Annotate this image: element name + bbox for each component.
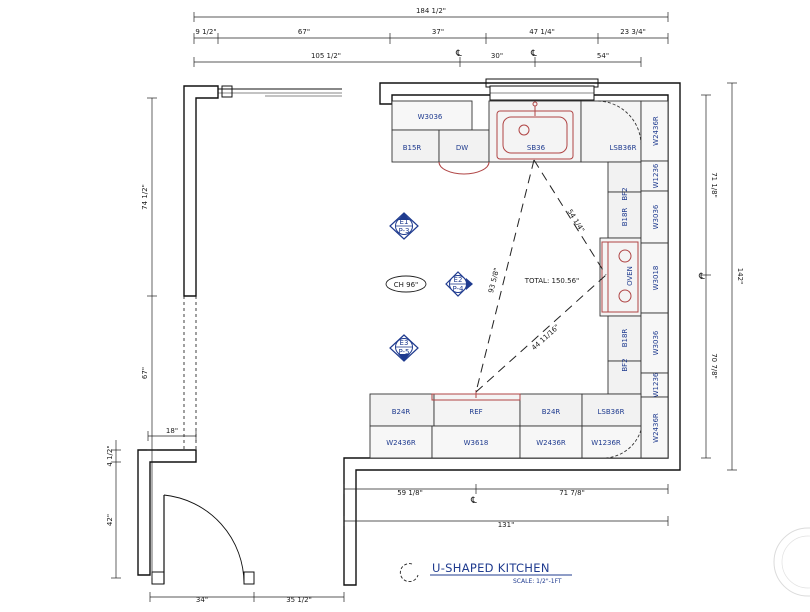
cab-bf2-bottom: BF2 — [621, 358, 629, 371]
dim-23-three-quarter: 23 3/4" — [620, 28, 646, 36]
dim-34: 34" — [196, 596, 208, 604]
cab-b24r-left: B24R — [392, 408, 411, 416]
e2-label: E2 — [454, 276, 463, 284]
cabinets — [369, 100, 669, 459]
cab-w2436r-right-bottom: W2436R — [652, 413, 660, 443]
dim-74-half: 74 1/2" — [141, 184, 149, 210]
dim-142: 142" — [736, 268, 744, 285]
dim-67: 67" — [298, 28, 310, 36]
dim-70-right: 70 7/8" — [710, 353, 718, 379]
dim-37: 37" — [432, 28, 444, 36]
dim-4-half: 4 1/2" — [106, 445, 114, 466]
svg-text:℄: ℄ — [455, 49, 462, 59]
cab-bf2-top: BF2 — [621, 187, 629, 200]
centerline-marks: ℄ ℄ ℄ ℄ — [455, 49, 705, 506]
dim-131: 131" — [498, 521, 515, 529]
cab-lsb36r-bottom: LSB36R — [598, 408, 625, 416]
cab-w3036-bottom-right: W3036 — [652, 330, 660, 355]
ceiling-height-label: CH 96" — [394, 281, 419, 289]
drawing-scale: SCALE: 1/2"-1FT — [513, 578, 562, 585]
svg-text:℄: ℄ — [530, 49, 537, 59]
cab-w1236-bottom: W1236 — [652, 372, 660, 397]
cab-w3036-right: W3036 — [652, 204, 660, 229]
elevation-marker-e3[interactable]: E3 P-5 — [389, 334, 419, 362]
title-block: U-SHAPED KITCHEN SCALE: 1/2"-1FT — [399, 561, 572, 585]
dim-42: 42" — [106, 514, 114, 526]
triangle-side-sink-oven: 54 1/4" — [566, 208, 586, 234]
walls — [137, 78, 681, 586]
watermark-seal — [773, 527, 810, 597]
cab-w2436r-left: W2436R — [386, 439, 416, 447]
dim-59: 59 1/8" — [397, 489, 423, 497]
dimension-labels: 184 1/2" 9 1/2" 67" 37" 47 1/4" 23 3/4" … — [106, 7, 744, 604]
dim-47-quarter: 47 1/4" — [529, 28, 555, 36]
dim-30: 30" — [491, 52, 503, 60]
dim-54: 54" — [597, 52, 609, 60]
cab-b15r: B15R — [403, 144, 422, 152]
work-triangle — [475, 159, 607, 393]
cab-w3618: W3618 — [464, 439, 489, 447]
appliances — [431, 101, 639, 401]
svg-text:℄: ℄ — [698, 272, 705, 282]
triangle-labels: TOTAL: 150.56" 54 1/4" 93 5/8" 44 11/16" — [487, 208, 586, 352]
cab-w2436r-mid: W2436R — [536, 439, 566, 447]
cab-w1236-top: W1236 — [652, 163, 660, 188]
cab-lsb36r-top: LSB36R — [610, 144, 637, 152]
drawing-title: U-SHAPED KITCHEN — [432, 561, 550, 575]
triangle-side-ref-oven: 44 11/16" — [530, 323, 561, 352]
cab-b24r-right: B24R — [542, 408, 561, 416]
svg-text:℄: ℄ — [470, 496, 477, 506]
e2-page: P-4 — [452, 285, 464, 293]
dim-9-half: 9 1/2" — [195, 28, 216, 36]
dim-105-half: 105 1/2" — [311, 52, 341, 60]
dim-71: 71 7/8" — [559, 489, 585, 497]
e1-page: P-3 — [398, 227, 409, 235]
cab-oven: OVEN — [626, 266, 634, 286]
e1-label: E1 — [400, 218, 409, 226]
cabinet-labels: W3036 B15R DW SB36 LSB36R W2436R W1236 B… — [386, 113, 660, 447]
cab-w3018: W3018 — [652, 266, 660, 291]
cab-w1236r: W1236R — [591, 439, 621, 447]
triangle-side-sink-ref: 93 5/8" — [487, 267, 501, 294]
dishwasher-door — [438, 161, 490, 175]
dim-overall-top: 184 1/2" — [416, 7, 446, 15]
dimension-lines — [111, 12, 737, 602]
cab-b18r-top: B18R — [621, 208, 629, 227]
triangle-total: TOTAL: 150.56" — [524, 277, 580, 285]
e3-page: P-5 — [398, 348, 409, 356]
cab-dw: DW — [456, 144, 468, 152]
cab-w3036-top: W3036 — [418, 113, 443, 121]
elevation-marker-e2[interactable]: E2 P-4 — [445, 271, 473, 297]
dim-67-left: 67" — [141, 367, 149, 379]
dim-71-right: 71 1/8" — [710, 172, 718, 198]
cab-b18r-bottom: B18R — [621, 329, 629, 348]
cab-sb36: SB36 — [527, 144, 546, 152]
dim-18: 18" — [166, 427, 178, 435]
e3-label: E3 — [400, 339, 409, 347]
dim-35-half: 35 1/2" — [286, 596, 312, 604]
cab-ref: REF — [469, 408, 482, 416]
cab-w2436r-right: W2436R — [652, 116, 660, 146]
elevation-marker-e1[interactable]: E1 P-3 — [389, 212, 419, 240]
ceiling-height-tag: CH 96" — [385, 275, 427, 293]
